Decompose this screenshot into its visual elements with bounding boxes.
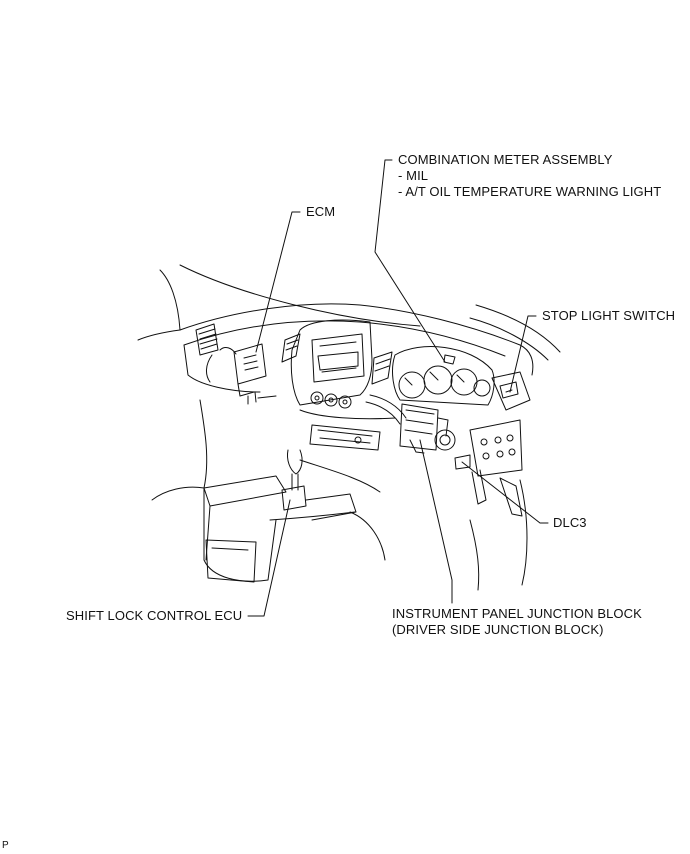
shifter-console <box>203 449 386 583</box>
junction-block-line2: (DRIVER SIDE JUNCTION BLOCK) <box>392 622 604 637</box>
ecm-label: ECM <box>306 204 336 219</box>
windshield-outline <box>137 264 561 361</box>
leader-lines <box>247 159 549 617</box>
corner-mark: P <box>2 840 9 851</box>
junction-block-line1: INSTRUMENT PANEL JUNCTION BLOCK <box>392 606 642 621</box>
pedals <box>471 469 528 586</box>
instrument-cluster <box>392 346 495 406</box>
center-stack <box>281 319 393 409</box>
combination-meter-item-at-oil: - A/T OIL TEMPERATURE WARNING LIGHT <box>398 184 662 199</box>
shift-lock-ecu-label: SHIFT LOCK CONTROL ECU <box>66 608 243 623</box>
dlc3-label: DLC3 <box>553 515 587 530</box>
leader-dlc3 <box>461 461 549 524</box>
lower-center-panel <box>299 409 396 451</box>
left-air-vent <box>195 323 219 356</box>
combination-meter-item-mil: - MIL <box>398 168 429 183</box>
leader-junction-block <box>419 439 453 604</box>
leader-combination-meter <box>374 159 446 363</box>
junction-block-label: INSTRUMENT PANEL JUNCTION BLOCK (DRIVER … <box>392 606 642 638</box>
combination-meter-title: COMBINATION METER ASSEMBLY <box>398 152 613 167</box>
junction-block <box>399 403 449 454</box>
leader-shift-lock-ecu <box>247 499 291 617</box>
floor-lines <box>151 399 480 591</box>
steering-column <box>365 394 456 451</box>
leader-stop-light-switch <box>509 315 537 393</box>
ecm-module <box>219 343 277 405</box>
stop-light-switch-label: STOP LIGHT SWITCH <box>542 308 676 323</box>
combination-meter-label: COMBINATION METER ASSEMBLY - MIL - A/T O… <box>398 152 661 200</box>
dashboard-top <box>179 303 534 393</box>
leader-ecm <box>255 211 301 353</box>
right-panel <box>454 371 531 477</box>
